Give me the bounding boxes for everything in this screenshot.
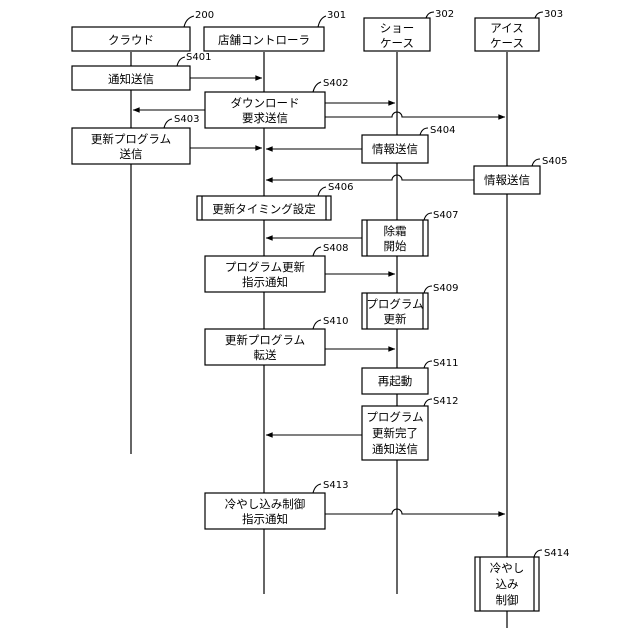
s407-label-2: 開始	[384, 239, 407, 253]
s414-label-1: 冷やし	[490, 561, 525, 575]
participant-showcase: ショー ケース	[364, 18, 430, 51]
step-s412: プログラム 更新完了 通知送信 S412	[266, 396, 458, 460]
s413-label-1: 冷やし込み制御	[225, 497, 306, 511]
ref-302: 302	[435, 9, 454, 20]
s405-label: 情報送信	[484, 173, 530, 187]
s408-label-1: プログラム更新	[225, 260, 306, 274]
s414-label-2: 込み	[496, 577, 519, 591]
s411-step: S411	[433, 358, 458, 369]
s412-label-2: 更新完了	[372, 426, 418, 440]
s401-step: S401	[186, 52, 211, 63]
s405-step: S405	[542, 156, 567, 167]
step-s401: 通知送信 S401	[72, 52, 262, 90]
s409-label-2: 更新	[384, 312, 407, 326]
step-s413: 冷やし込み制御 指示通知 S413	[205, 480, 505, 529]
s403-step: S403	[174, 114, 199, 125]
s407-step: S407	[433, 210, 458, 221]
s401-label: 通知送信	[108, 72, 154, 86]
s408-step: S408	[323, 243, 348, 254]
s403-label-2: 送信	[120, 147, 143, 161]
s412-step: S412	[433, 396, 458, 407]
participant-store-controller-label: 店舗コントローラ	[218, 33, 310, 47]
s409-step: S409	[433, 283, 458, 294]
s402-step: S402	[323, 78, 348, 89]
ref-200: 200	[195, 10, 214, 21]
s404-step: S404	[430, 125, 455, 136]
arrow-s413	[325, 509, 505, 514]
participant-icecase-label-1: アイス	[490, 21, 524, 35]
s409-label-1: プログラム	[366, 297, 423, 311]
s412-label-3: 通知送信	[372, 442, 418, 456]
s402-label-1: ダウンロード	[231, 96, 300, 110]
step-s409: プログラム 更新 S409	[362, 283, 458, 329]
s414-step: S414	[544, 548, 569, 559]
s410-label-1: 更新プログラム	[225, 333, 305, 347]
s410-label-2: 転送	[254, 348, 277, 362]
step-s411: 再起動 S411	[362, 358, 458, 394]
participant-icecase: アイス ケース	[475, 18, 539, 51]
s407-label-1: 除霜	[384, 224, 407, 238]
step-s406: 更新タイミング設定 S406	[197, 182, 353, 220]
step-s404: 情報送信 S404	[266, 125, 455, 163]
ref-301: 301	[327, 10, 346, 21]
s414-label-3: 制御	[496, 593, 519, 607]
s404-label: 情報送信	[372, 142, 418, 156]
ref-303: 303	[544, 9, 563, 20]
s408-label-2: 指示通知	[242, 275, 288, 289]
s412-label-1: プログラム	[366, 410, 423, 424]
arrow-s405	[266, 175, 474, 180]
arrow-s402-to-icecase	[325, 112, 505, 117]
s402-label-2: 要求送信	[242, 111, 288, 125]
participant-icecase-label-2: ケース	[490, 36, 524, 50]
participant-store-controller: 店舗コントローラ	[204, 27, 324, 51]
s406-step: S406	[328, 182, 353, 193]
step-s414: 冷やし 込み 制御 S414	[475, 548, 569, 611]
participant-cloud-label: クラウド	[108, 33, 154, 47]
s403-label-1: 更新プログラム	[91, 132, 171, 146]
participant-showcase-label-1: ショー	[380, 21, 415, 35]
participant-cloud: クラウド	[72, 27, 190, 51]
s406-label: 更新タイミング設定	[212, 202, 316, 216]
s413-step: S413	[323, 480, 348, 491]
participant-showcase-label-2: ケース	[380, 36, 414, 50]
s413-label-2: 指示通知	[242, 512, 288, 526]
s411-label: 再起動	[378, 374, 413, 388]
s410-step: S410	[323, 316, 348, 327]
